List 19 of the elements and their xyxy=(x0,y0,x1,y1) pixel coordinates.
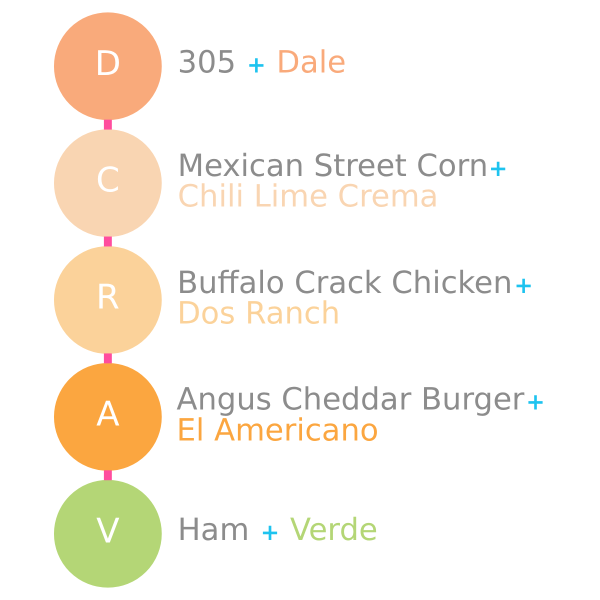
connector xyxy=(103,236,112,246)
connector xyxy=(103,120,112,130)
node-circle: D xyxy=(53,12,162,120)
node-circle: C xyxy=(53,129,162,238)
node-label: + xyxy=(514,272,533,299)
node-label: + xyxy=(526,390,545,416)
node-circle: A xyxy=(53,362,162,471)
node-circle: R xyxy=(53,246,162,354)
node-label: Angus Cheddar Burger xyxy=(176,382,524,418)
node-label: + xyxy=(246,52,266,79)
connector xyxy=(103,353,112,364)
node-label: 305 xyxy=(177,46,236,81)
node-label: Dale xyxy=(276,46,346,81)
node-label: Verde xyxy=(290,513,378,548)
node-label: Ham xyxy=(177,513,249,548)
node-circle: V xyxy=(53,480,162,588)
node-label: + xyxy=(488,156,508,182)
node-label: + xyxy=(260,520,280,546)
connector xyxy=(103,470,112,480)
